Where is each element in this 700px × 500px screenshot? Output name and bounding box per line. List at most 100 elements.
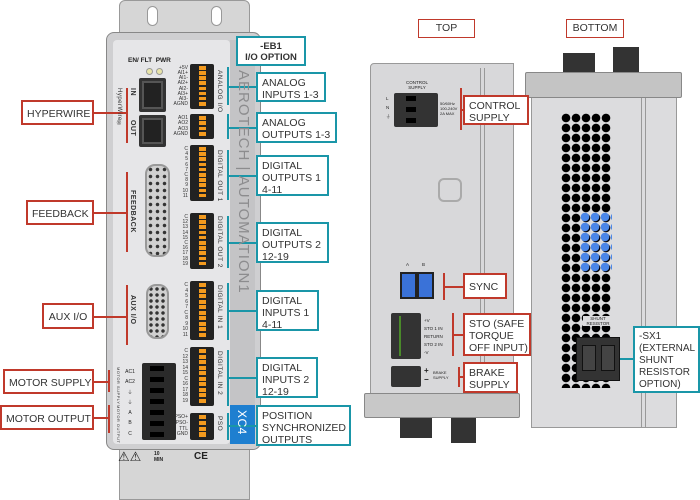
sto-connector[interactable] xyxy=(391,313,421,359)
terminal-pin xyxy=(199,261,206,266)
bracket-line xyxy=(227,67,229,105)
shunt-terminal xyxy=(601,345,615,371)
mount-slot xyxy=(147,6,158,26)
brake-connector[interactable] xyxy=(391,366,421,387)
callout-line: OFF INPUT) xyxy=(469,342,528,354)
hyperwire-in-label: IN xyxy=(129,88,136,96)
terminal-pin xyxy=(199,251,206,256)
callout-line: STO (SAFE xyxy=(469,318,525,330)
motor-connector[interactable] xyxy=(142,363,176,440)
terminal-pin xyxy=(199,225,206,230)
callout-line: SHUNT xyxy=(639,355,674,366)
control-supply-connector[interactable] xyxy=(394,93,438,127)
pin-label: 5 xyxy=(185,156,188,163)
terminal-pin xyxy=(199,288,206,293)
cable-plug xyxy=(400,418,432,438)
callout-feedback: FEEDBACK xyxy=(26,200,94,225)
pin-label: C xyxy=(184,282,188,288)
callout-line: OUTPUTS 2 xyxy=(262,239,321,251)
callout-line: 4-11 xyxy=(262,184,283,196)
terminal-pin xyxy=(199,398,206,403)
terminal-pin xyxy=(199,131,206,136)
pin-label: 17 xyxy=(182,386,188,393)
terminal-block-do1-pins[interactable] xyxy=(190,145,214,201)
pin-label: AGND xyxy=(173,130,188,137)
led-en-flt xyxy=(146,68,153,75)
minus-label: − xyxy=(424,375,429,384)
pin-label: AGND xyxy=(173,100,188,107)
terminal-pin xyxy=(199,393,206,397)
connector-label: DIGITAL OUT 2 xyxy=(216,216,223,268)
terminal-block-di2-pins[interactable] xyxy=(190,347,214,406)
brand-text: AEROTECH | AUTOMATION1 xyxy=(235,70,252,294)
leader-line xyxy=(227,175,256,177)
pin-label: TTL xyxy=(179,425,188,432)
aux-io-label: AUX I/O xyxy=(129,295,136,325)
pin-label: GND xyxy=(176,431,188,438)
fan-blue xyxy=(580,212,612,272)
pin-label: C xyxy=(184,171,188,178)
hyperwire-out-port[interactable] xyxy=(139,115,166,147)
leader-line xyxy=(227,242,256,244)
leader-line xyxy=(94,381,108,383)
motor-output-side-label: MOTOR OUTPUT xyxy=(116,405,121,444)
terminal-pin xyxy=(199,121,206,125)
mount-slot xyxy=(211,6,222,26)
terminal-block-do2-pins[interactable] xyxy=(190,213,214,269)
terminal-pin xyxy=(199,420,206,425)
bracket-line xyxy=(108,405,110,433)
sync-port-labels: A B xyxy=(406,262,425,267)
pin-label: 14 xyxy=(182,229,188,236)
callout-motor-output: MOTOR OUTPUT xyxy=(0,405,94,430)
terminal-pin xyxy=(199,354,206,359)
pin-label: 8 xyxy=(185,315,188,321)
pin-label: 16 xyxy=(182,381,188,387)
connector-label: ANALOG I/O xyxy=(216,70,223,113)
pin-label: L xyxy=(386,96,389,101)
pin-label: C xyxy=(128,430,132,437)
pin-label: C xyxy=(184,309,188,316)
leader-line xyxy=(94,316,126,318)
pin-label: C xyxy=(184,214,188,220)
sync-port-a[interactable] xyxy=(400,272,417,299)
connector-label: DIGITAL OUT 1 xyxy=(216,150,223,202)
bracket-line xyxy=(227,114,229,139)
terminal-block-analog-out-pins[interactable] xyxy=(190,114,214,139)
control-supply-panel-label: CONTROL SUPPLY xyxy=(405,80,428,90)
grounding-screw xyxy=(438,178,462,202)
pin-label: ⏚ xyxy=(386,114,391,119)
pin-label: 9 xyxy=(185,320,188,327)
bracket-line xyxy=(108,370,110,392)
pin-label: 6 xyxy=(185,161,188,168)
pin-label: 9 xyxy=(185,182,188,189)
bracket-line xyxy=(227,283,229,340)
callout-aux-io: AUX I/O xyxy=(42,303,94,329)
pin-label: 18 xyxy=(182,392,188,398)
pin-label: 13 xyxy=(182,359,188,365)
bracket-line xyxy=(126,88,128,143)
rating-line: 50/60Hz xyxy=(440,101,455,106)
terminal-pin xyxy=(199,126,206,131)
terminal-block-pso-pins[interactable] xyxy=(190,413,214,440)
brake-panel-label: BRAKE SUPPLY xyxy=(433,370,449,380)
terminal-block-di1-pins[interactable] xyxy=(190,281,214,340)
terminal-pin xyxy=(199,81,206,85)
leader-line xyxy=(458,376,463,378)
leader-line xyxy=(620,358,633,360)
callout-line: -EB1 xyxy=(260,41,282,52)
pin-label: AI3+ xyxy=(177,90,188,97)
pin-label: +V xyxy=(424,318,430,323)
callout-line: DIGITAL xyxy=(262,362,303,374)
hyperwire-in-port[interactable] xyxy=(139,78,166,112)
aux-io-connector[interactable] xyxy=(146,284,169,339)
feedback-connector[interactable] xyxy=(145,164,170,257)
terminal-block-analog-in-pins[interactable] xyxy=(190,64,214,109)
sync-port-b[interactable] xyxy=(417,272,434,299)
